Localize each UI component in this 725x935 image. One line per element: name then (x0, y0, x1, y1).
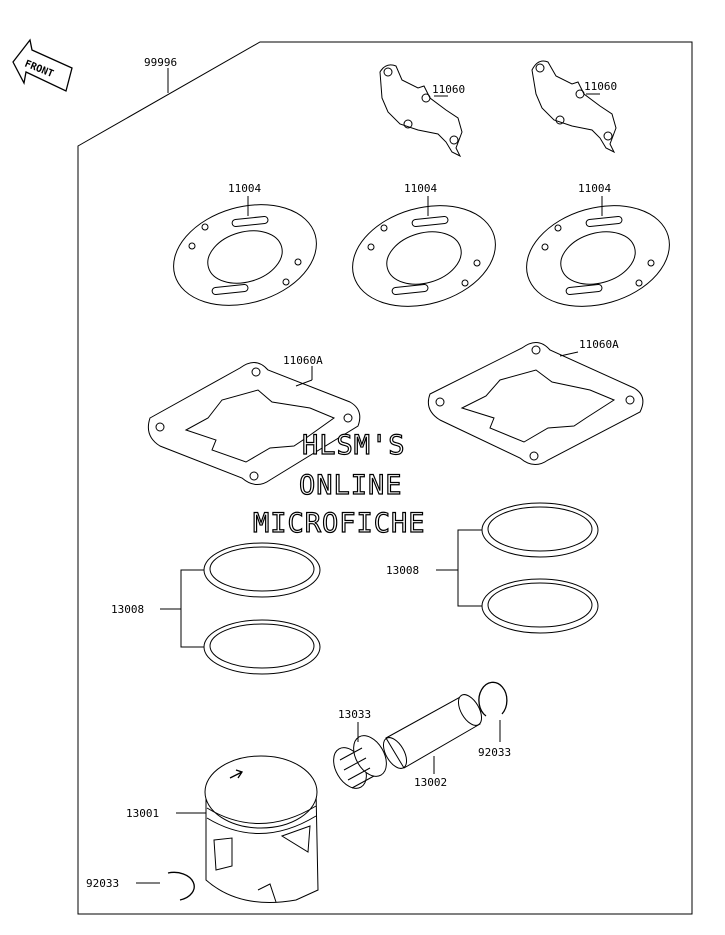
piston (204, 755, 319, 903)
head-gasket-3 (526, 205, 670, 307)
part-label-head-gasket-1: 11004 (228, 182, 261, 195)
base-gasket-1 (147, 362, 361, 485)
part-label-piston: 13001 (126, 807, 159, 820)
part-label-rings-left: 13008 (111, 603, 144, 616)
part-label-circlip-right: 92033 (478, 746, 511, 759)
part-label-piston-pin: 13002 (414, 776, 447, 789)
part-label-gasket-cover-2: 11060 (584, 80, 617, 93)
watermark-line-1: HLSM'S (302, 430, 406, 461)
part-label-head-gasket-3: 11004 (578, 182, 611, 195)
part-label-base-gasket-2: 11060A (579, 338, 619, 351)
needle-bearing (333, 735, 387, 789)
piston-rings-right (481, 502, 599, 634)
front-label: FRONT (23, 59, 55, 80)
part-label-base-gasket-1: 11060A (283, 354, 323, 367)
gasket-cover-1 (379, 64, 463, 158)
front-arrow-icon: FRONT (12, 38, 73, 92)
head-gasket-1 (173, 204, 317, 306)
part-label-rings-right: 13008 (386, 564, 419, 577)
circlip-right (478, 681, 508, 717)
kit-outline (77, 41, 693, 915)
piston-pin (382, 694, 483, 769)
base-gasket-2 (427, 342, 644, 465)
part-label-gasket-cover-1: 11060 (432, 83, 465, 96)
part-label-bearing: 13033 (338, 708, 371, 721)
part-label-head-gasket-2: 11004 (404, 182, 437, 195)
part-label-kit: 99996 (144, 56, 177, 69)
piston-rings-left (203, 542, 321, 675)
watermark-line-3: MICROFICHE (253, 508, 426, 539)
circlip-left (167, 871, 195, 901)
head-gasket-2 (352, 205, 496, 307)
part-label-circlip-left: 92033 (86, 877, 119, 890)
watermark-line-2: ONLINE (299, 470, 403, 501)
gasket-cover-2 (531, 60, 617, 154)
